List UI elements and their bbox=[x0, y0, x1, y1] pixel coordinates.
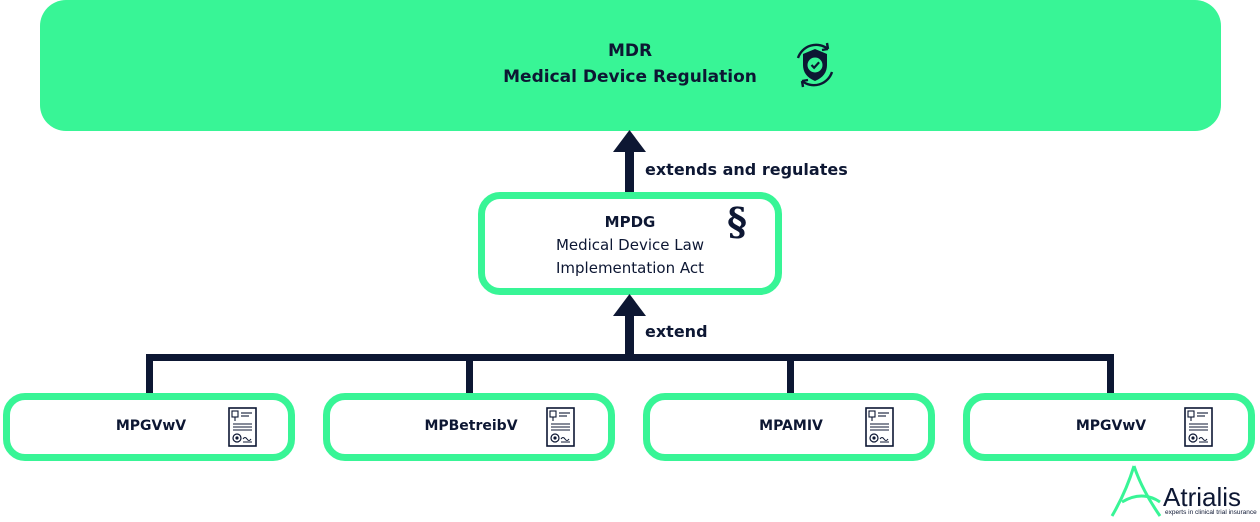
mpdg-name-line2: Implementation Act bbox=[555, 259, 704, 277]
paragraph-icon: § bbox=[727, 199, 747, 244]
logo-tagline: experts in clinical trial insurance bbox=[1165, 509, 1257, 516]
mdr-label: MDR Medical Device Regulation bbox=[430, 38, 830, 90]
mdr-abbr: MDR bbox=[607, 41, 653, 61]
law-box-2 bbox=[323, 393, 615, 461]
law-label-3: MPAMIV bbox=[759, 418, 823, 434]
mpdg-abbr: MPDG bbox=[604, 213, 656, 231]
law-label-4: MPGVwV bbox=[1075, 418, 1147, 434]
edge-label-extends-regulates: extends and regulates bbox=[645, 160, 848, 179]
arrow-up-icon bbox=[613, 130, 646, 152]
connector-bus bbox=[146, 354, 1114, 361]
shield-check-cycle-icon bbox=[796, 42, 834, 88]
mdr-box bbox=[40, 0, 1221, 131]
mpdg-label: MPDG Medical Device Law Implementation A… bbox=[500, 211, 760, 280]
law-label-2: MPBetreibV bbox=[424, 418, 518, 434]
certificate-document-icon bbox=[228, 407, 257, 447]
mpdg-box bbox=[478, 192, 782, 295]
mpdg-name-line1: Medical Device Law bbox=[555, 236, 705, 254]
atrialis-logo-icon bbox=[1110, 465, 1162, 517]
connector-drop-4 bbox=[1107, 354, 1114, 394]
certificate-document-icon bbox=[1184, 407, 1213, 447]
connector-line-top bbox=[625, 148, 634, 193]
law-label-1: MPGVwV bbox=[115, 418, 187, 434]
connector-drop-3 bbox=[787, 354, 794, 394]
connector-line-bottom bbox=[625, 312, 634, 358]
arrow-up-icon bbox=[613, 294, 646, 316]
mdr-full-name: Medical Device Regulation bbox=[503, 67, 757, 87]
certificate-document-icon bbox=[546, 407, 575, 447]
logo-name: Atrialis bbox=[1163, 482, 1242, 512]
connector-drop-1 bbox=[146, 354, 153, 394]
law-box-3 bbox=[643, 393, 935, 461]
edge-label-extend: extend bbox=[645, 322, 708, 341]
certificate-document-icon bbox=[865, 407, 894, 447]
connector-drop-2 bbox=[466, 354, 473, 394]
